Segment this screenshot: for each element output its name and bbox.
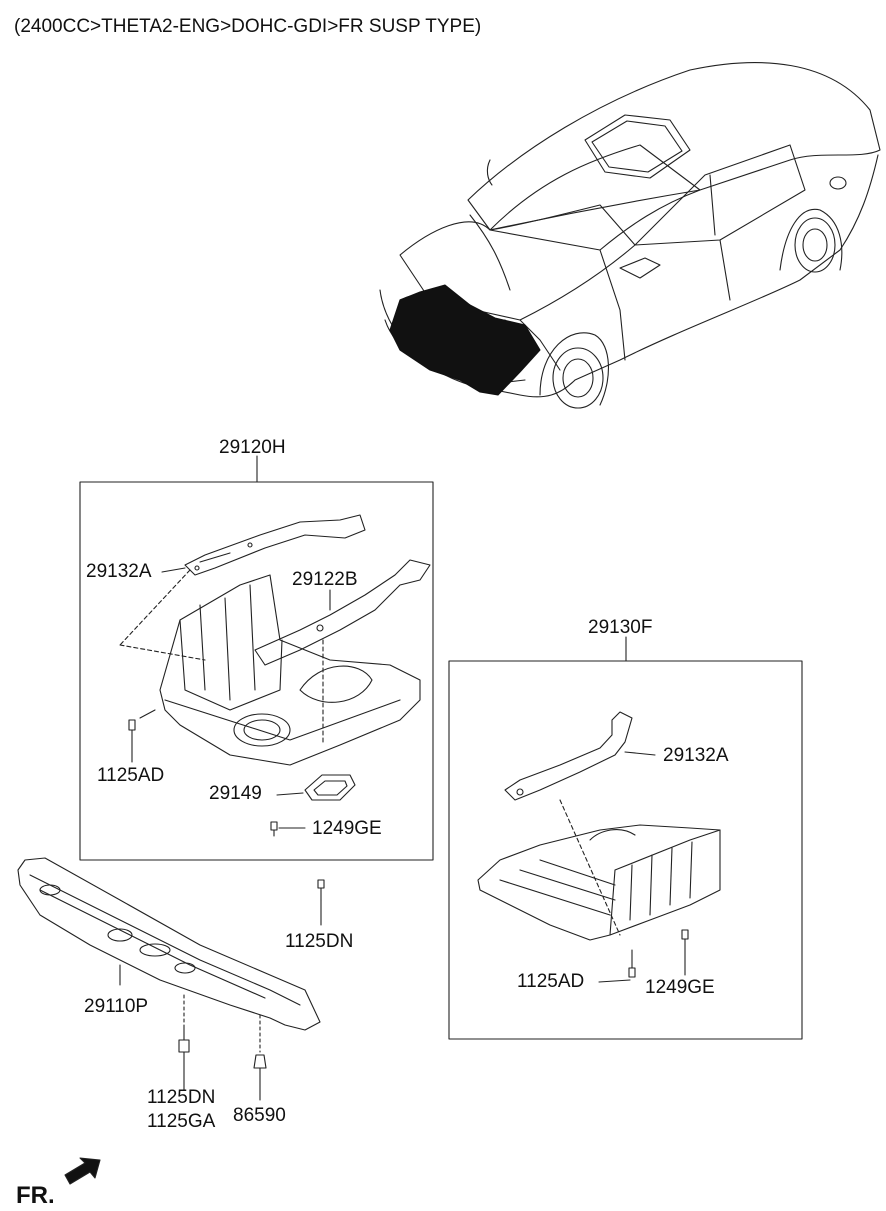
part-label-29110p[interactable]: 29110P: [84, 996, 149, 1017]
clip-86590: [253, 1014, 267, 1101]
bracket-29132a-left: [184, 514, 366, 576]
part-label-1249ge-left[interactable]: 1249GE: [312, 818, 382, 839]
under-cover-29120h: [159, 574, 421, 766]
part-label-29132a-right[interactable]: 29132A: [663, 745, 729, 766]
part-label-29132a-left[interactable]: 29132A: [86, 561, 152, 582]
part-label-86590[interactable]: 86590: [233, 1105, 286, 1126]
assembly-label-29130f[interactable]: 29130F: [588, 617, 653, 638]
part-label-1249ge-right[interactable]: 1249GE: [645, 977, 715, 998]
part-label-29149[interactable]: 29149: [209, 783, 262, 804]
screw-1125ad-right: [598, 949, 636, 983]
diagram-title: (2400CC>THETA2-ENG>DOHC-GDI>FR SUSP TYPE…: [14, 16, 482, 37]
bolt-1125dn-center: [317, 879, 325, 926]
front-direction-arrow: [64, 1157, 101, 1185]
under-cover-29130f: [477, 824, 721, 941]
part-label-1125dn-lower[interactable]: 1125DN: [147, 1087, 216, 1108]
bracket-29132a-right: [504, 711, 633, 801]
front-direction-label: FR.: [16, 1182, 55, 1209]
car-illustration: [379, 62, 881, 409]
part-label-1125ad-right[interactable]: 1125AD: [517, 971, 585, 992]
group-box-29120h: [79, 481, 434, 861]
screw-1249ge-right: [681, 929, 689, 976]
group-box-29130f: [448, 660, 803, 1040]
assembly-label-29120h[interactable]: 29120H: [219, 437, 286, 458]
bracket-29122b: [254, 559, 431, 666]
front-panel-29110p: [17, 857, 321, 1031]
part-label-1125ga[interactable]: 1125GA: [147, 1111, 216, 1132]
part-label-29122b[interactable]: 29122B: [292, 569, 358, 590]
part-label-1125dn-center[interactable]: 1125DN: [285, 931, 354, 952]
bolt-1125dn-lower: [178, 994, 190, 1091]
screw-1249ge-left: [270, 821, 306, 837]
part-label-1125ad-left[interactable]: 1125AD: [97, 765, 165, 786]
plate-29149: [304, 774, 356, 801]
screw-1125ad-left: [128, 709, 156, 763]
